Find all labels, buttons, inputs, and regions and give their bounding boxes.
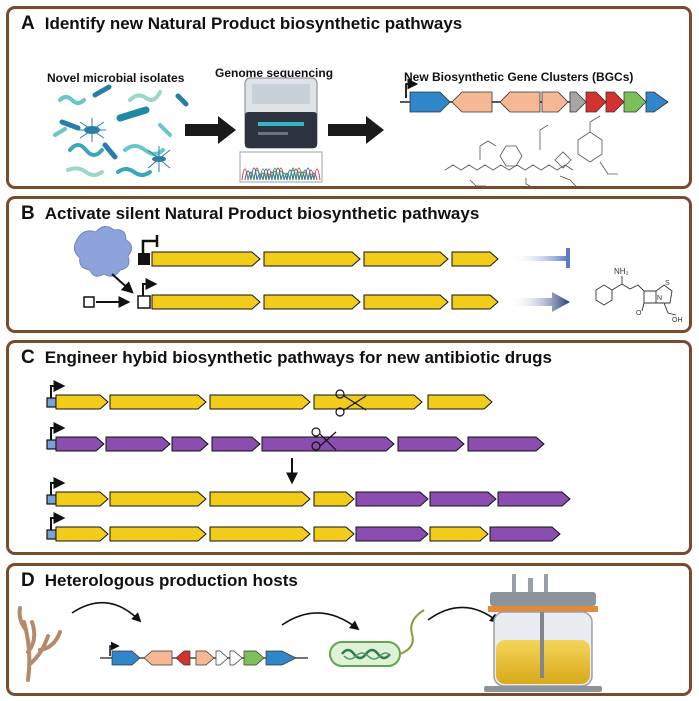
hybrid-pathway-row-2	[55, 526, 561, 542]
arrow-to-sequencer	[185, 116, 236, 144]
label-sequencing: Genome sequencing	[215, 66, 334, 80]
panel-c-heading: Engineer hybid biosynthetic pathways for…	[44, 348, 552, 367]
oh-label: OH	[672, 317, 683, 324]
sequencer-icon	[244, 77, 318, 149]
pathway-row-1	[55, 394, 493, 410]
promoter-active	[83, 278, 158, 309]
panel-a-letter: A	[21, 13, 35, 34]
curved-arrow-1	[71, 601, 142, 623]
repression-bar-icon	[510, 248, 570, 268]
o-label: O	[636, 310, 642, 317]
panel-c-title: C Engineer hybid biosynthetic pathways fo…	[21, 347, 552, 369]
actinomycete-host-icon	[17, 606, 62, 682]
panel-d-letter: D	[21, 570, 35, 591]
nh2-label: NH₂	[614, 267, 629, 276]
panel-b-letter: B	[21, 203, 35, 224]
scissors-icon	[311, 389, 367, 451]
promoters-panel-c	[46, 380, 66, 540]
curved-arrow-2	[281, 612, 360, 631]
microbes-illustration	[53, 84, 189, 177]
panel-b-title: B Activate silent Natural Product biosynt…	[21, 203, 479, 225]
activation-arrows	[96, 273, 134, 308]
bgc-gene-cluster	[400, 78, 669, 113]
gene-row-silent	[151, 251, 499, 267]
label-bgcs: New Biosynthetic Gene Clusters (BGCs)	[404, 70, 634, 84]
panel-d-heading: Heterologous production hosts	[44, 571, 298, 590]
bacterium-host-icon	[329, 609, 425, 667]
panel-b-heading: Activate silent Natural Product biosynth…	[44, 204, 480, 223]
natural-product-structure	[444, 115, 618, 189]
pathway-row-2	[55, 436, 545, 452]
repressor-protein-icon	[74, 226, 132, 277]
panel-d-title: D Heterologous production hosts	[21, 570, 298, 592]
s-label: S	[665, 280, 670, 287]
hybrid-pathway-row-1	[55, 491, 571, 507]
curved-arrow-3	[427, 606, 500, 624]
arrow-to-bgc	[328, 116, 384, 144]
bgc-cassette	[100, 641, 308, 666]
bioreactor-icon	[484, 574, 602, 692]
panel-a-heading: Identify new Natural Product biosyntheti…	[44, 14, 463, 33]
label-isolates: Novel microbial isolates	[47, 71, 185, 85]
n-label: N	[657, 295, 662, 302]
promoter-silent	[138, 235, 159, 265]
panel-c-letter: C	[21, 347, 35, 368]
activation-output-arrow	[510, 292, 570, 312]
antibiotic-structure	[595, 276, 677, 316]
panel-a-title: A Identify new Natural Product biosynthet…	[21, 13, 462, 35]
gene-row-active	[151, 294, 499, 310]
chromatogram-icon	[239, 151, 323, 183]
